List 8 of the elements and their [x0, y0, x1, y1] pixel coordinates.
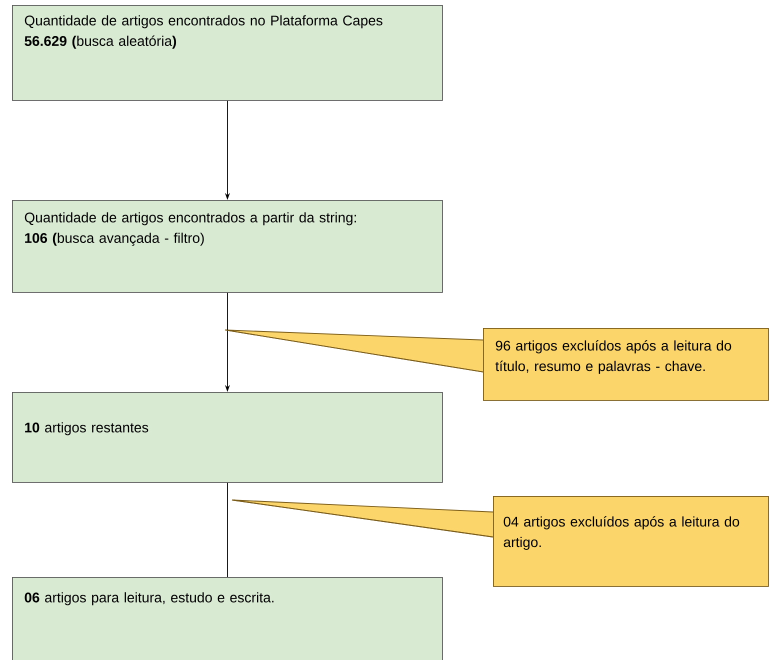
process-box: Quantidade de artigos encontrados a partir da string: 106 (busca avançada - filtro)	[12, 200, 443, 293]
callout-box: 96 artigos excluídos após a leitura do título, resumo e palavras - chave.	[224, 328, 769, 401]
leader-line	[224, 330, 484, 372]
callout-box: 04 artigos excluídos após a leitura do artigo.	[232, 496, 769, 587]
process-box: 10 artigos restantes	[12, 392, 443, 483]
process-box: 06 artigos para leitura, estudo e escrita.	[12, 577, 443, 660]
leader-line	[232, 500, 494, 538]
process-box: Quantidade de artigos encontrados no Plataforma Capes 56.629 (busca aleatória)	[12, 5, 443, 101]
